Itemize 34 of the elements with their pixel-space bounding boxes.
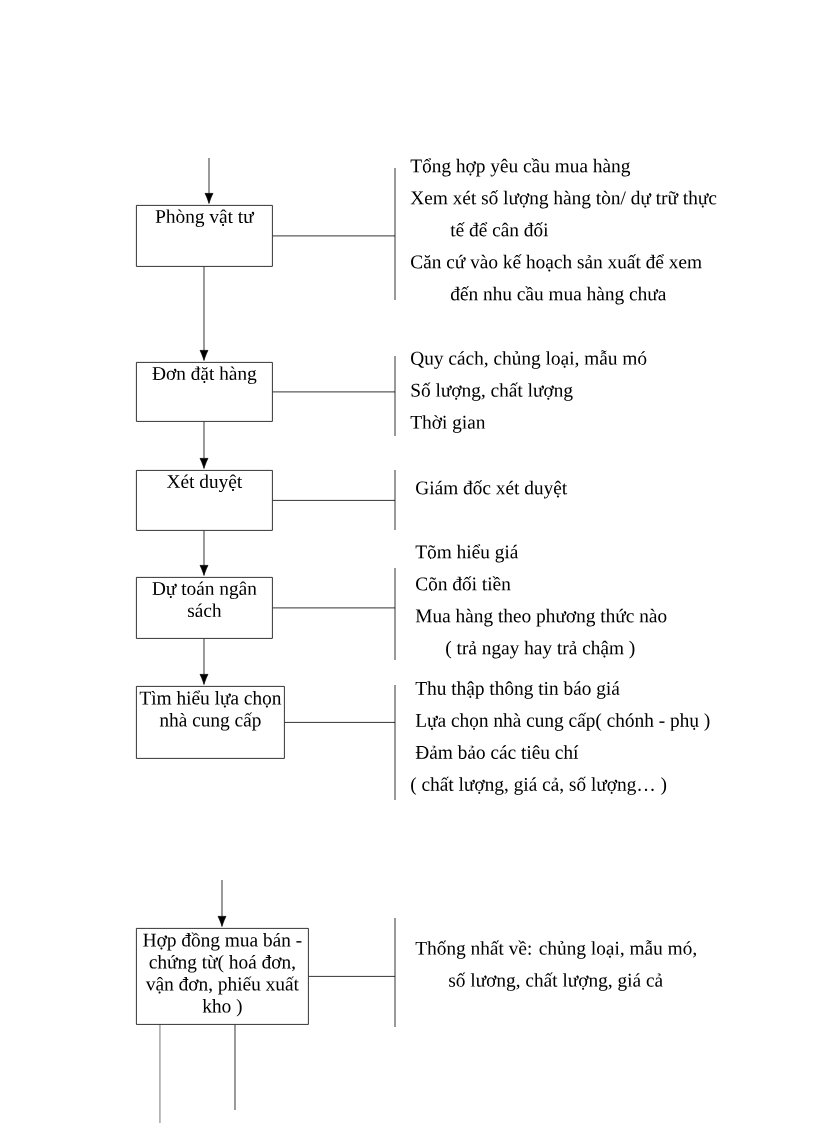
list-item: ( trả ngay hay trả chậm ): [446, 640, 635, 659]
list-item: Cõn đối tiền: [416, 576, 511, 591]
list-item: Thống nhất về: chủng loại, mẫu mó, số lương, chất lượng, giá cả: [415, 940, 696, 991]
list-item: Quy cách, chủng loại, mẫu mó: [411, 350, 647, 369]
arrow: [199, 266, 209, 361]
box-label: Xét duyệt: [166, 474, 243, 493]
arrow: [199, 530, 209, 576]
list-item: Xem xét số lượng hàng tòn/ dự trữ thực tế để cân đối: [410, 190, 717, 237]
process-box: [136, 686, 285, 759]
box-label: Phòng vật tư: [155, 209, 255, 228]
list-item: Số lượng, chất lượng: [411, 382, 573, 401]
list-item: ( chất lượng, giá cả, số lượng… ): [411, 776, 667, 795]
list-item: Mua hàng theo phương thức nào: [415, 608, 667, 627]
list-item: Tõm hiểu giá: [415, 544, 519, 563]
process-box: [136, 362, 273, 422]
arrow: [199, 638, 209, 685]
process-box: [136, 205, 273, 267]
list-item: Lựa chọn nhà cung cấp( chónh - phụ ): [415, 712, 710, 731]
arrow: [217, 879, 227, 927]
process-box: [136, 928, 309, 1025]
list-item: Thời gian: [410, 415, 486, 433]
list-item: Tổng hợp yêu cầu mua hàng: [410, 158, 631, 177]
list-item: Căn cứ vào kế hoạch sản xuất để xem đến nhu cầu mua hàng chưa: [411, 254, 702, 305]
arrow: [199, 421, 209, 469]
arrow: [204, 157, 214, 204]
process-box: [136, 470, 273, 531]
box-label: Dự toán ngân sách: [152, 581, 257, 618]
list-item: Thu thập thông tin báo giá: [415, 681, 620, 699]
box-label: Tìm hiểu lựa chọn nhà cung cấp: [139, 690, 282, 731]
box-label: Hợp đồng mua bán - chứng từ( hoá đơn, vận đơn, phiếu xuất kho ): [143, 932, 302, 1017]
list-item: Đảm bảo các tiêu chí: [415, 745, 579, 759]
box-label: Đơn đặt hàng: [152, 366, 257, 385]
process-box: [136, 577, 273, 639]
list-item: Giám đốc xét duyệt: [416, 480, 568, 499]
